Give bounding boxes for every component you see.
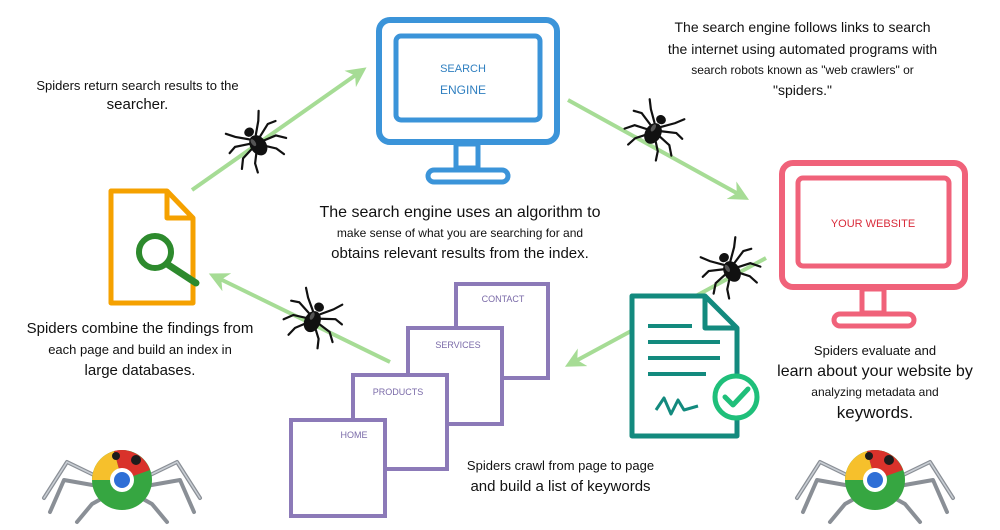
robot-spider-icon	[795, 447, 955, 524]
arrow-to-website	[567, 98, 750, 200]
search-engine-monitor-icon: SEARCH ENGINE	[376, 17, 560, 185]
spider-icon	[276, 283, 351, 355]
arrow-to-searcher	[190, 67, 367, 192]
search-engine-label-line2: ENGINE	[440, 83, 486, 97]
search-document-icon	[108, 188, 200, 306]
page-frame-home	[289, 418, 387, 518]
robot-spider-icon	[42, 447, 202, 524]
certificate-icon	[629, 293, 760, 439]
spider-icon	[218, 105, 295, 181]
page-label-contact: CONTACT	[482, 294, 525, 304]
spider-icon	[616, 94, 693, 168]
your-website-label: YOUR WEBSITE	[831, 218, 915, 230]
caption-follows-links: The search engine follows links to searc…	[667, 19, 938, 98]
page-label-services: SERVICES	[435, 340, 480, 350]
website-monitor-icon: YOUR WEBSITE	[779, 160, 968, 329]
caption-crawl: Spiders crawl from page to page and buil…	[466, 458, 655, 495]
page-label-products: PRODUCTS	[373, 387, 424, 397]
caption-algorithm: The search engine uses an algorithm to m…	[319, 204, 601, 262]
arrow-to-index	[208, 273, 391, 364]
caption-spiders-return: Spiders return search results to the sea…	[36, 78, 239, 113]
page-label-home: HOME	[341, 430, 368, 440]
page-stack: CONTACT SERVICES PRODUCTS HOME	[289, 282, 550, 518]
search-engine-label-line1: SEARCH	[440, 63, 486, 75]
caption-combine: Spiders combine the findings from each p…	[26, 320, 254, 379]
caption-evaluate: Spiders evaluate and learn about your we…	[777, 343, 973, 422]
